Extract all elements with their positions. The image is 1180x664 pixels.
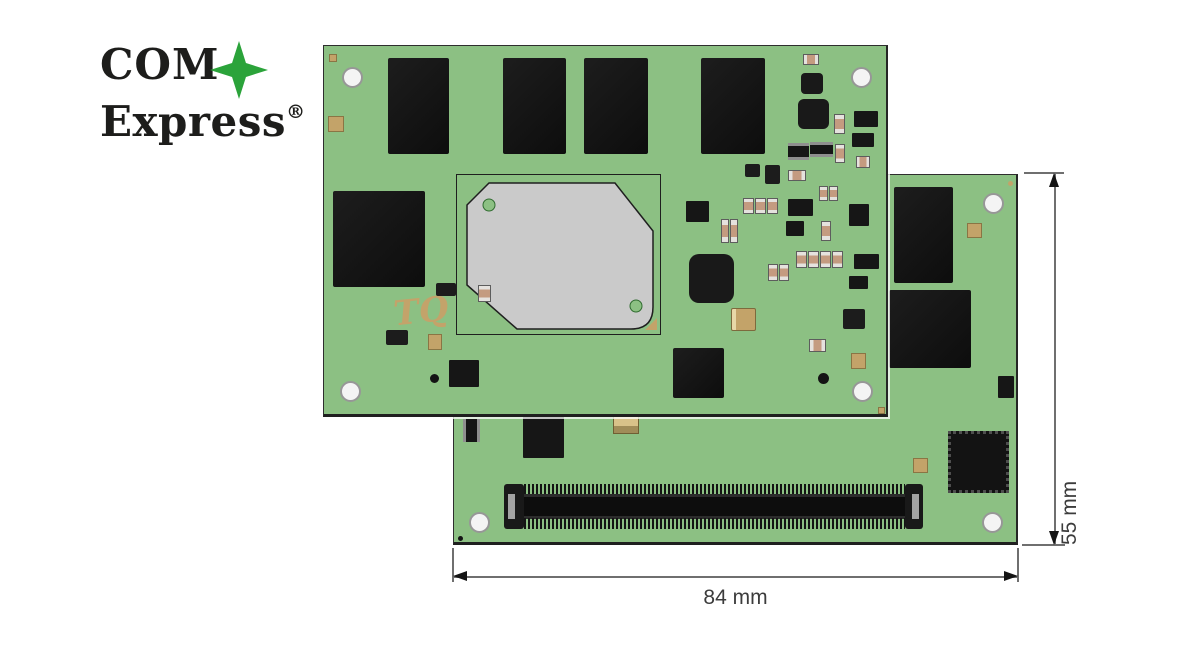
registered-trademark: ® — [286, 101, 306, 123]
width-arrow-right-icon — [1004, 571, 1018, 581]
solder-pad — [428, 334, 442, 350]
capacitor — [856, 156, 870, 168]
memory-chip — [701, 58, 765, 154]
qfn-chip — [798, 99, 829, 129]
fiducial-dot — [1008, 181, 1013, 186]
mounting-hole — [851, 67, 872, 88]
logo-line-2: Express® — [100, 90, 310, 144]
height-dimension-line — [1054, 174, 1056, 545]
capacitor — [755, 198, 766, 214]
height-extension-line-top — [1024, 172, 1064, 174]
mounting-hole — [469, 512, 490, 533]
ic-chip — [449, 360, 479, 387]
ic-chip — [786, 221, 804, 236]
heat-spreader — [456, 174, 661, 335]
board-to-board-connector — [504, 484, 923, 529]
test-point — [430, 374, 439, 383]
test-point — [818, 373, 829, 384]
height-extension-line-bottom — [1022, 544, 1065, 546]
qfp-chip — [948, 431, 1009, 493]
ic-chip — [998, 376, 1014, 398]
logo-text-express: Express — [100, 97, 287, 146]
capacitor — [730, 219, 738, 243]
capacitor — [779, 264, 789, 281]
transistor — [843, 309, 865, 329]
qfn-chip — [801, 73, 823, 94]
solder-pad — [329, 54, 337, 62]
ic-chip — [854, 111, 878, 127]
transistor — [745, 164, 760, 177]
width-arrow-left-icon — [453, 571, 467, 581]
mounting-hole — [982, 512, 1003, 533]
capacitor — [832, 251, 843, 268]
ic-chip — [849, 276, 868, 289]
four-point-star-icon — [210, 41, 268, 99]
tantalum-capacitor — [731, 308, 756, 331]
width-extension-line-right — [1017, 548, 1019, 582]
mounting-hole — [852, 381, 873, 402]
large-ic-chip — [673, 348, 724, 398]
memory-chip — [894, 187, 953, 283]
mounting-hole — [342, 67, 363, 88]
large-ic-chip — [889, 290, 971, 368]
capacitor — [819, 186, 828, 201]
solder-pad — [851, 353, 866, 369]
capacitor — [767, 198, 778, 214]
capacitor — [721, 219, 729, 243]
capacitor — [743, 198, 754, 214]
logo-line-1: COM — [100, 42, 310, 88]
capacitor — [808, 251, 819, 268]
soic-chip — [463, 419, 480, 442]
capacitor — [796, 251, 807, 268]
solder-pad — [878, 407, 885, 414]
mounting-hole — [340, 381, 361, 402]
module-top-view-board: TQ — [323, 45, 888, 417]
width-dimension-label: 84 mm — [703, 586, 768, 609]
ic-chip — [523, 416, 564, 458]
soic-chip — [788, 143, 809, 160]
ic-chip — [788, 199, 813, 216]
height-arrow-up-icon — [1049, 173, 1059, 187]
capacitor — [788, 170, 806, 181]
height-arrow-down-icon — [1049, 531, 1059, 545]
capacitor — [820, 251, 831, 268]
mounting-hole — [983, 193, 1004, 214]
width-extension-line-left — [452, 548, 454, 582]
solder-pad — [328, 116, 344, 132]
large-ic-chip — [333, 191, 425, 287]
memory-chip — [584, 58, 648, 154]
ic-chip — [686, 201, 709, 222]
capacitor — [834, 114, 845, 134]
height-dimension-label: 55 mm — [1058, 480, 1081, 545]
transistor — [765, 165, 780, 184]
solder-pad — [913, 458, 928, 473]
width-dimension-line — [453, 576, 1018, 578]
ic-chip — [849, 204, 869, 226]
capacitor — [478, 285, 491, 302]
soic-chip — [810, 142, 833, 157]
qfn-chip — [689, 254, 734, 303]
logo-text-com: COM — [100, 40, 220, 89]
ic-chip — [854, 254, 879, 269]
com-express-logo: COM Express® — [100, 41, 310, 144]
capacitor — [821, 221, 831, 241]
capacitor — [803, 54, 819, 65]
transistor — [436, 283, 456, 296]
gold-component — [613, 416, 639, 434]
test-point — [458, 536, 463, 541]
ic-chip — [852, 133, 874, 147]
capacitor — [835, 144, 845, 163]
capacitor — [768, 264, 778, 281]
transistor — [386, 330, 408, 345]
memory-chip — [388, 58, 449, 154]
memory-chip — [503, 58, 566, 154]
solder-pad — [967, 223, 982, 238]
capacitor — [809, 339, 826, 352]
capacitor — [829, 186, 838, 201]
